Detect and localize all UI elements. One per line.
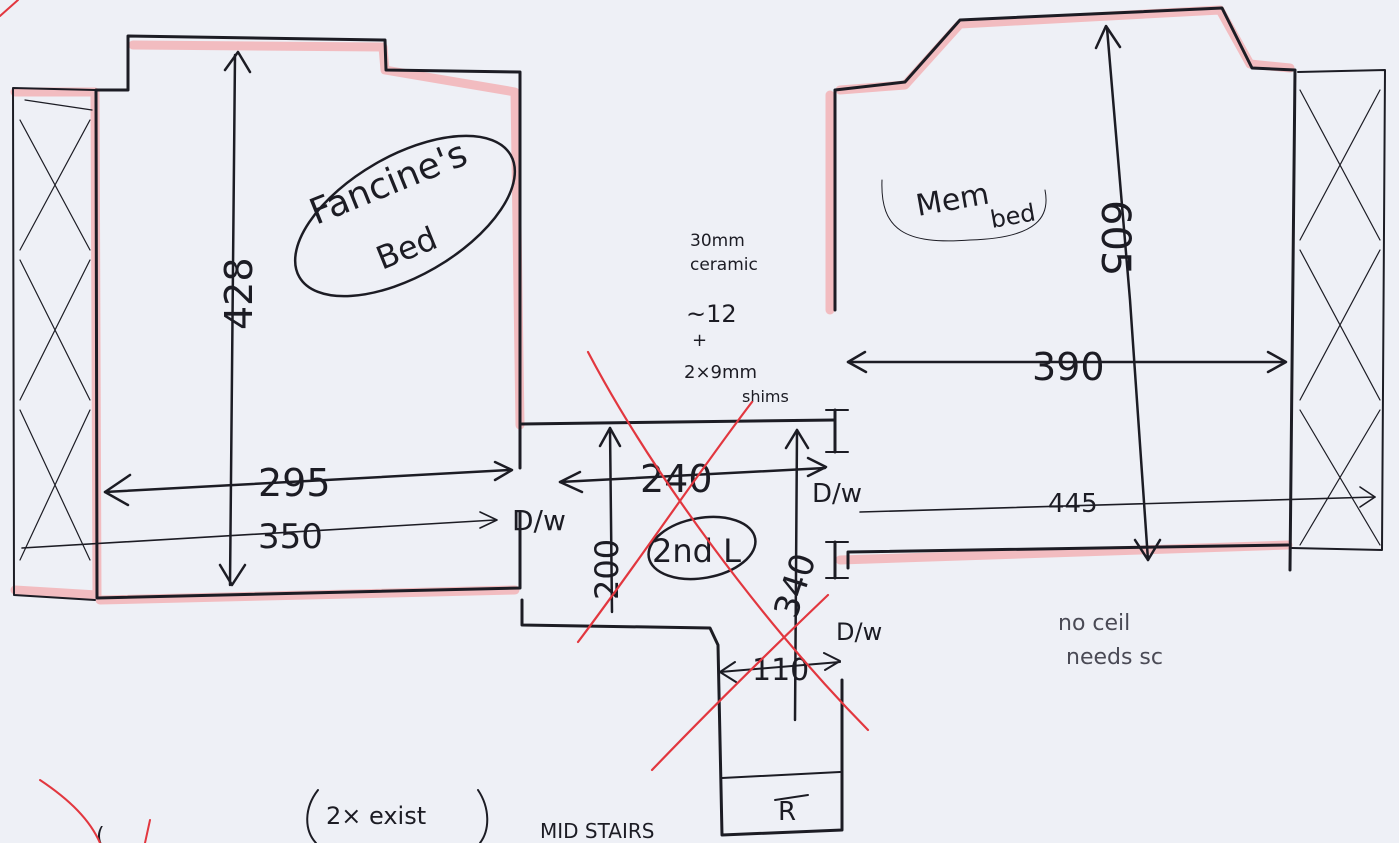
svg-text:no ceil: no ceil (1058, 611, 1130, 636)
red-cross-out (0, 0, 870, 843)
svg-text:ceramic: ceramic (690, 255, 758, 275)
svg-text:2× exist: 2× exist (326, 802, 426, 830)
svg-text:~12: ~12 (686, 300, 737, 328)
landing-label: 2nd L (647, 515, 757, 581)
left-bedroom-walls (12, 34, 522, 601)
landing-left-height-dim: 200 (588, 539, 626, 600)
right-bedroom-name-2: bed (988, 198, 1037, 233)
right-height-dim: 605 (1092, 200, 1138, 276)
bottom-notes: 2× exist MID STAIRS ( (96, 789, 654, 843)
landing-width-dim: 240 (640, 457, 713, 501)
landing-right-height-dim: 340 (767, 549, 825, 623)
right-outer-dim: 445 (1048, 489, 1098, 519)
right-bedroom-label: Mem bed (881, 177, 1047, 242)
landing-walls (520, 408, 849, 837)
dimension-labels: 428 295 350 240 200 340 110 605 390 445 (217, 200, 1138, 688)
left-door-label: D/w (512, 504, 566, 537)
pink-highlight (10, 5, 1295, 605)
svg-text:(: ( (96, 824, 105, 843)
left-window-hatch (19, 99, 93, 561)
stair-door-label: D/w (836, 618, 882, 646)
right-width-dim: 390 (1032, 345, 1105, 389)
svg-text:+: + (692, 330, 707, 351)
left-width-dim: 295 (258, 461, 331, 505)
right-bedroom-walls (833, 6, 1386, 572)
svg-text:needs sc: needs sc (1066, 645, 1163, 670)
door-labels: D/w D/w D/w (512, 479, 882, 646)
right-window-hatch (1299, 89, 1381, 546)
svg-text:shims: shims (742, 387, 789, 406)
stair-label: R (778, 797, 796, 827)
right-bedroom-name: Mem (913, 177, 992, 224)
svg-text:2×9mm: 2×9mm (684, 362, 757, 383)
left-bedroom-label: Fancine's Bed (293, 133, 517, 298)
dimension-lines (21, 24, 1376, 801)
landing-name: 2nd L (652, 532, 741, 570)
svg-text:MID STAIRS: MID STAIRS (540, 819, 654, 843)
left-outer-dim: 350 (258, 517, 323, 557)
right-door-label: D/w (812, 479, 862, 509)
svg-text:30mm: 30mm (690, 231, 745, 251)
left-bedroom-name: Fancine's (304, 133, 473, 233)
ceramic-note: 30mm ceramic ~12 + 2×9mm shims (684, 231, 789, 406)
left-height-dim: 428 (217, 257, 261, 330)
right-note: no ceil needs sc (1058, 611, 1163, 670)
